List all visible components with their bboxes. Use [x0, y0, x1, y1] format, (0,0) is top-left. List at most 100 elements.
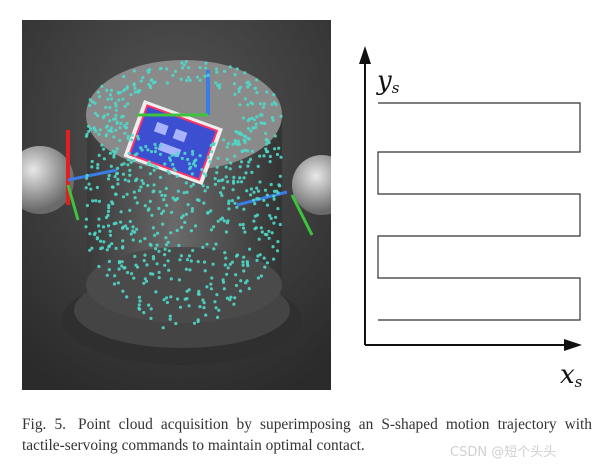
point-cloud-dot [105, 273, 109, 277]
point-cloud-dot [122, 89, 126, 93]
point-cloud-dot [137, 306, 141, 310]
point-cloud-dot [272, 93, 276, 97]
point-cloud-dot [191, 248, 195, 253]
point-cloud-dot [249, 187, 253, 191]
point-cloud-dot [238, 103, 242, 107]
point-cloud-dot [271, 245, 275, 249]
point-cloud-dot [224, 175, 228, 179]
point-cloud-dot [218, 86, 222, 90]
point-cloud-dot [129, 160, 133, 164]
point-cloud-dot [215, 315, 220, 319]
point-cloud-dot [115, 147, 119, 151]
point-cloud-dot [145, 263, 149, 267]
point-cloud-dot [237, 142, 241, 146]
point-cloud-dot [256, 276, 260, 280]
point-cloud-dot [216, 83, 220, 88]
point-cloud-dot [255, 186, 259, 190]
point-cloud-dot [157, 249, 161, 253]
point-cloud-dot [153, 80, 157, 84]
s-shaped-path [377, 102, 581, 321]
point-cloud-dot [264, 131, 268, 135]
point-cloud-dot [223, 263, 227, 267]
point-cloud-dot [184, 181, 188, 185]
point-cloud-dot [233, 201, 237, 205]
point-cloud-dot [205, 242, 209, 246]
point-cloud-dot [113, 274, 117, 278]
point-cloud-dot [110, 130, 114, 134]
point-cloud-dot [87, 129, 91, 134]
point-cloud-dot [143, 204, 147, 208]
point-cloud-dot [193, 164, 198, 168]
figure-number: Fig. 5. [22, 416, 67, 433]
point-cloud-dot [215, 171, 219, 175]
point-cloud-dot [146, 69, 150, 73]
point-cloud-dot [97, 199, 101, 203]
point-cloud-dot [228, 167, 232, 171]
point-cloud-dot [153, 142, 157, 146]
point-cloud-dot [272, 257, 276, 261]
point-cloud-dot [245, 189, 249, 193]
point-cloud-dot [106, 97, 110, 101]
point-cloud-dot [88, 248, 92, 252]
point-cloud-dot [106, 177, 111, 181]
point-cloud-dot [188, 167, 192, 171]
point-cloud-dot [108, 106, 112, 110]
point-cloud-dot [121, 97, 125, 101]
tactile-sensor [123, 100, 223, 186]
point-cloud-dot [183, 220, 187, 224]
point-cloud-dot [184, 212, 188, 216]
point-cloud-dot [234, 273, 238, 277]
point-cloud-dot [182, 63, 186, 67]
point-cloud-dot [186, 75, 190, 80]
point-cloud-dot [139, 165, 143, 169]
point-cloud-dot [97, 132, 101, 136]
point-cloud-dot [263, 188, 268, 192]
point-cloud-dot [150, 163, 154, 167]
point-cloud-dot [189, 259, 193, 263]
point-cloud-dot [144, 144, 148, 149]
point-cloud-dot [231, 142, 235, 146]
point-cloud-dot [165, 203, 169, 207]
point-cloud-dot [216, 156, 220, 160]
point-cloud-dot [153, 150, 157, 154]
point-cloud-dot [265, 90, 269, 94]
point-cloud-dot [133, 196, 137, 200]
point-cloud-dot [233, 141, 238, 145]
point-cloud-dot [131, 225, 135, 229]
point-cloud-dot [129, 232, 133, 236]
point-cloud-dot [119, 121, 123, 126]
point-cloud-dot [136, 137, 141, 141]
point-cloud-dot [85, 176, 89, 180]
point-cloud-dot [274, 102, 278, 107]
point-cloud-dot [84, 186, 88, 190]
point-cloud-dot [236, 196, 240, 200]
point-cloud-dot [276, 240, 280, 244]
point-cloud-dot [112, 135, 116, 139]
point-cloud-dot [279, 155, 283, 159]
point-cloud-dot [154, 247, 158, 251]
point-cloud-dot [191, 182, 196, 186]
point-cloud-dot [139, 79, 143, 83]
point-cloud-dot [179, 254, 183, 258]
point-cloud-dot [255, 91, 259, 95]
point-cloud-dot [161, 209, 166, 213]
point-cloud-dot [177, 278, 181, 282]
point-cloud-dot [228, 298, 232, 302]
point-cloud-dot [173, 198, 177, 202]
point-cloud-dot [265, 142, 269, 146]
point-cloud-dot [114, 246, 118, 250]
point-cloud-dot [222, 138, 226, 142]
point-cloud-dot [211, 262, 215, 266]
point-cloud-dot [97, 95, 101, 99]
point-cloud-dot [243, 71, 247, 75]
watermark: CSDN @短个头头 [450, 445, 557, 460]
point-cloud-dot [220, 193, 224, 198]
point-cloud-dot [243, 148, 247, 152]
point-cloud-dot [263, 265, 267, 269]
y-axis-arrow-icon [359, 46, 371, 64]
point-cloud-dot [101, 225, 106, 229]
point-cloud-dot [268, 154, 272, 159]
point-cloud-dot [85, 203, 89, 208]
point-cloud-dot [213, 300, 217, 304]
point-cloud-dot [222, 69, 227, 73]
